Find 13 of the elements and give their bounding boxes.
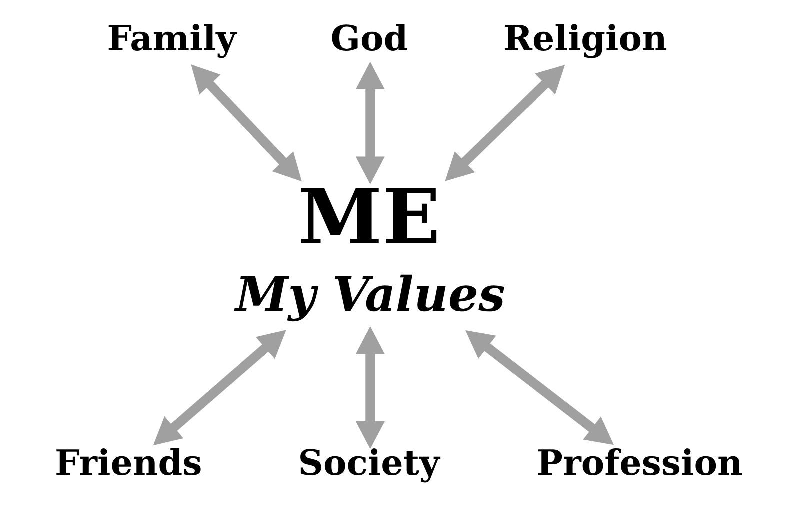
node-text: Society [298,443,440,484]
node-text: Religion [503,18,667,60]
arrow [465,330,614,446]
arrow [355,62,384,184]
arrow [152,330,286,446]
node-text: Friends [54,443,202,484]
arrow [190,64,302,182]
arrow [355,326,384,450]
node-text: Family [106,18,236,60]
arrow [444,64,565,182]
node-text: ME My Values [235,172,505,323]
node-text: God [330,18,408,60]
node-text: Profession [536,443,742,484]
